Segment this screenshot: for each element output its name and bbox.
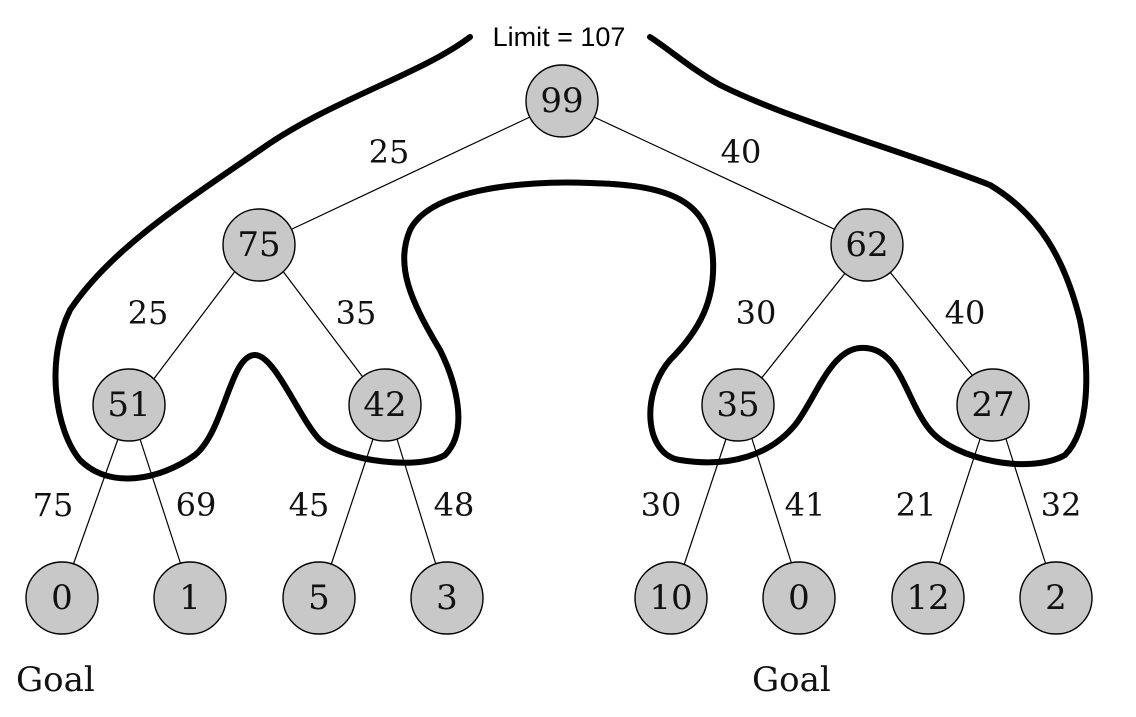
edge-label-r-rl: 30: [736, 294, 777, 332]
node-rl-value: 35: [716, 385, 759, 425]
edge-label-rl-rll: 30: [641, 486, 682, 524]
goal-label-right: Goal: [752, 660, 831, 700]
edge-ll-llr: [139, 438, 183, 569]
edge-label-root-r: 40: [721, 133, 762, 171]
node-llr: 1: [153, 561, 227, 635]
node-rlr: 0: [762, 561, 836, 635]
node-lrl-value: 5: [308, 578, 330, 618]
edge-label-ll-lll: 75: [33, 486, 74, 524]
node-root-value: 99: [540, 81, 583, 121]
node-rr-value: 27: [971, 385, 1014, 425]
node-rrl: 12: [891, 561, 965, 635]
node-lr: 42: [348, 368, 422, 442]
edge-label-lr-lrl: 45: [289, 486, 330, 524]
edge-label-l-ll: 25: [128, 294, 169, 332]
limit-contour-path: [52, 34, 1090, 482]
limit-label: Limit = 107: [493, 22, 626, 52]
edge-label-root-l: 25: [369, 133, 410, 171]
edge-label-ll-llr: 69: [176, 486, 217, 524]
node-rrl-value: 12: [906, 578, 949, 618]
node-r: 62: [830, 208, 904, 282]
edge-l-ll: [152, 269, 237, 381]
edge-labels: 25 40 25 35 30 40 75 69 45 48 30 41 21 3…: [33, 133, 1082, 524]
node-rl: 35: [701, 368, 775, 442]
edge-label-rr-rrr: 32: [1041, 486, 1082, 524]
node-rrr-value: 2: [1045, 578, 1067, 618]
edge-r-rr: [889, 271, 977, 381]
edge-ll-lll: [71, 438, 119, 569]
node-ll-value: 51: [107, 385, 150, 425]
edge-label-r-rr: 40: [945, 294, 986, 332]
node-ll: 51: [92, 368, 166, 442]
node-lrr: 3: [410, 561, 484, 635]
node-lll: 0: [25, 561, 99, 635]
edge-label-lr-lrr: 48: [434, 486, 475, 524]
node-lll-value: 0: [51, 578, 73, 618]
edge-root-r: [593, 116, 837, 231]
edge-rr-rrr: [1005, 438, 1048, 569]
node-r-value: 62: [845, 225, 888, 265]
node-lrl: 5: [282, 561, 356, 635]
edge-rl-rlr: [751, 438, 794, 569]
edge-label-l-lr: 35: [336, 294, 377, 332]
node-llr-value: 1: [179, 578, 201, 618]
node-rr: 27: [956, 368, 1030, 442]
edge-rr-rrl: [937, 438, 981, 569]
edge-label-rr-rrl: 21: [896, 486, 937, 524]
node-root: 99: [525, 64, 599, 138]
node-rll: 10: [634, 561, 708, 635]
node-rll-value: 10: [649, 578, 692, 618]
node-lr-value: 42: [363, 385, 406, 425]
node-l: 75: [222, 208, 296, 282]
edge-label-rl-rlr: 41: [785, 486, 826, 524]
tree-nodes: 99 75 62 51 42 35 27 0: [25, 64, 1093, 635]
node-lrr-value: 3: [436, 578, 458, 618]
edge-r-rl: [759, 271, 847, 381]
edge-l-lr: [281, 269, 366, 381]
edge-root-l: [289, 116, 531, 231]
goal-label-left: Goal: [16, 660, 95, 700]
node-rrr: 2: [1019, 561, 1093, 635]
node-rlr-value: 0: [788, 578, 810, 618]
node-l-value: 75: [237, 225, 280, 265]
